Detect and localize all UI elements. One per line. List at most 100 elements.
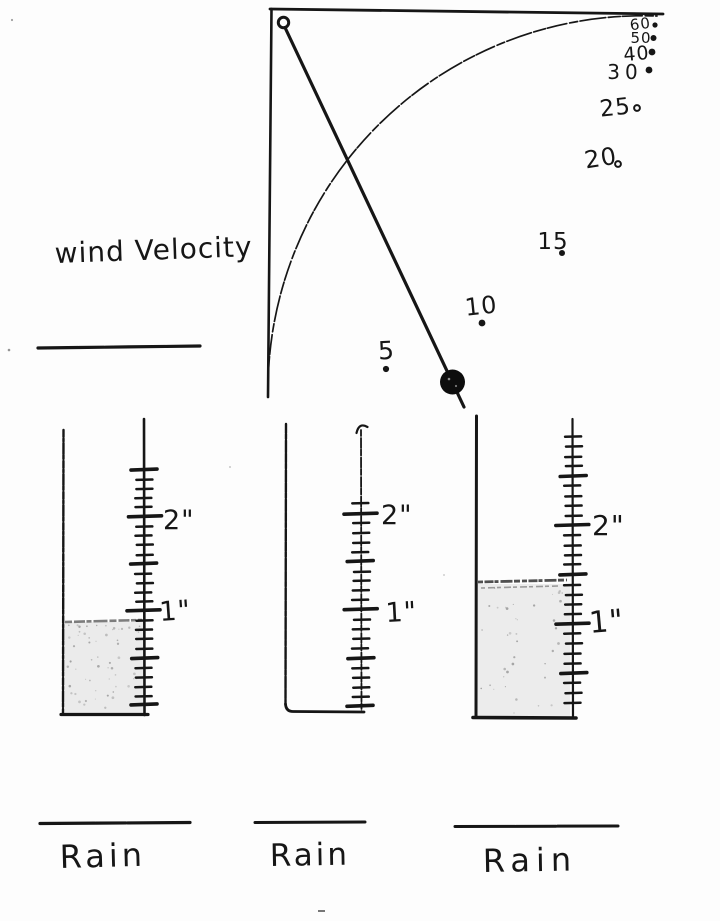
water-fill (64, 622, 143, 714)
water-speck (489, 684, 491, 687)
water-speck (561, 592, 563, 594)
scale-dot-50 (650, 35, 657, 41)
two-inch-mark-label: 2" (163, 505, 195, 536)
water-speck (496, 606, 499, 609)
gauge-top-edge (268, 7, 665, 16)
water-speck (120, 627, 124, 631)
water-speck (85, 678, 87, 680)
cylinder-left-wall (284, 422, 288, 707)
major-tick (129, 702, 159, 707)
rain-label-middle: Rain (270, 837, 351, 874)
scale-label-40: 40 (622, 42, 650, 66)
water-speck (516, 640, 519, 643)
water-speck (89, 679, 91, 682)
water-speck (544, 662, 546, 665)
water-speck (116, 642, 120, 645)
scale-dot-40 (648, 48, 656, 56)
speck (318, 910, 325, 912)
cylinder-left-wall (474, 414, 478, 719)
major-tick (553, 522, 591, 528)
water-speck (127, 685, 130, 688)
water-speck (94, 698, 96, 700)
water-speck (112, 627, 116, 630)
major-tick (345, 703, 375, 709)
scale-dot-30 (645, 66, 653, 74)
major-tick (346, 655, 376, 661)
water-speck (66, 665, 70, 668)
water-speck (97, 664, 100, 668)
water-speck (116, 639, 119, 642)
scale-label-5: 5 (377, 336, 395, 366)
major-tick (129, 655, 160, 661)
scale-dot-10 (478, 319, 486, 327)
water-speck (114, 674, 117, 676)
cylinder-bottom (471, 715, 578, 720)
water-speck (559, 599, 562, 603)
water-speckles (66, 624, 141, 709)
speck (10, 18, 14, 22)
two-inch-mark-label: 2" (592, 509, 625, 542)
water-speck (105, 633, 108, 637)
measuring-tube (571, 417, 575, 720)
water-surface-line (477, 578, 568, 584)
water-speck (138, 625, 141, 628)
scale-label-50: 50 (630, 29, 651, 47)
water-speck (77, 634, 79, 637)
major-tick (125, 607, 162, 613)
scale-dot-15 (559, 250, 565, 256)
water-speck (137, 631, 140, 633)
measuring-tube (142, 417, 146, 717)
scale-label-10: 10 (464, 290, 499, 321)
water-speck (133, 672, 136, 676)
water-speck (537, 705, 540, 707)
water-speck (78, 630, 81, 633)
rain-label-right: Rain (482, 840, 577, 880)
water-speck (480, 687, 483, 690)
water-speck (481, 629, 484, 631)
scale-ticks (342, 501, 380, 709)
major-tick (558, 572, 588, 577)
scale-dot-60 (652, 22, 658, 28)
major-tick (558, 670, 589, 676)
water-surface-line (64, 618, 143, 624)
water-speck (554, 627, 558, 630)
water-speck (83, 703, 86, 706)
water-speck (105, 624, 107, 627)
rain-gauge-right: 2" 1" (471, 414, 625, 720)
scale-label-30: 30 (607, 60, 642, 84)
water-speck (505, 607, 509, 610)
water-speck (512, 603, 514, 605)
bob-highlight (454, 384, 458, 388)
speck (443, 574, 445, 576)
water-speck (94, 689, 97, 692)
water-speck (76, 624, 79, 627)
water-speck (115, 685, 117, 688)
water-speck (493, 688, 495, 690)
water-speck (74, 692, 77, 696)
water-speck (508, 631, 512, 635)
pendulum-arm (283, 25, 466, 409)
gauge-left-edge (266, 7, 273, 399)
water-speck (110, 667, 114, 670)
wind-velocity-underline (36, 344, 202, 350)
major-tick (128, 561, 159, 566)
water-speck (504, 606, 507, 609)
water-speck (67, 624, 70, 627)
water-speck (108, 661, 111, 664)
water-speck (107, 667, 109, 669)
water-speck (557, 642, 560, 645)
water-speck (488, 604, 491, 608)
water-speck (111, 696, 115, 700)
major-tick (554, 621, 591, 627)
major-tick (126, 513, 164, 519)
water-speckles (480, 587, 563, 714)
water-speck (78, 625, 81, 628)
water-speck (97, 656, 99, 658)
water-speck (112, 691, 115, 693)
major-tick (558, 473, 589, 479)
gauge-arc (267, 14, 658, 398)
water-speck (106, 694, 109, 697)
one-inch-mark-label: 1" (158, 595, 192, 628)
cylinder-bottom (284, 702, 366, 714)
